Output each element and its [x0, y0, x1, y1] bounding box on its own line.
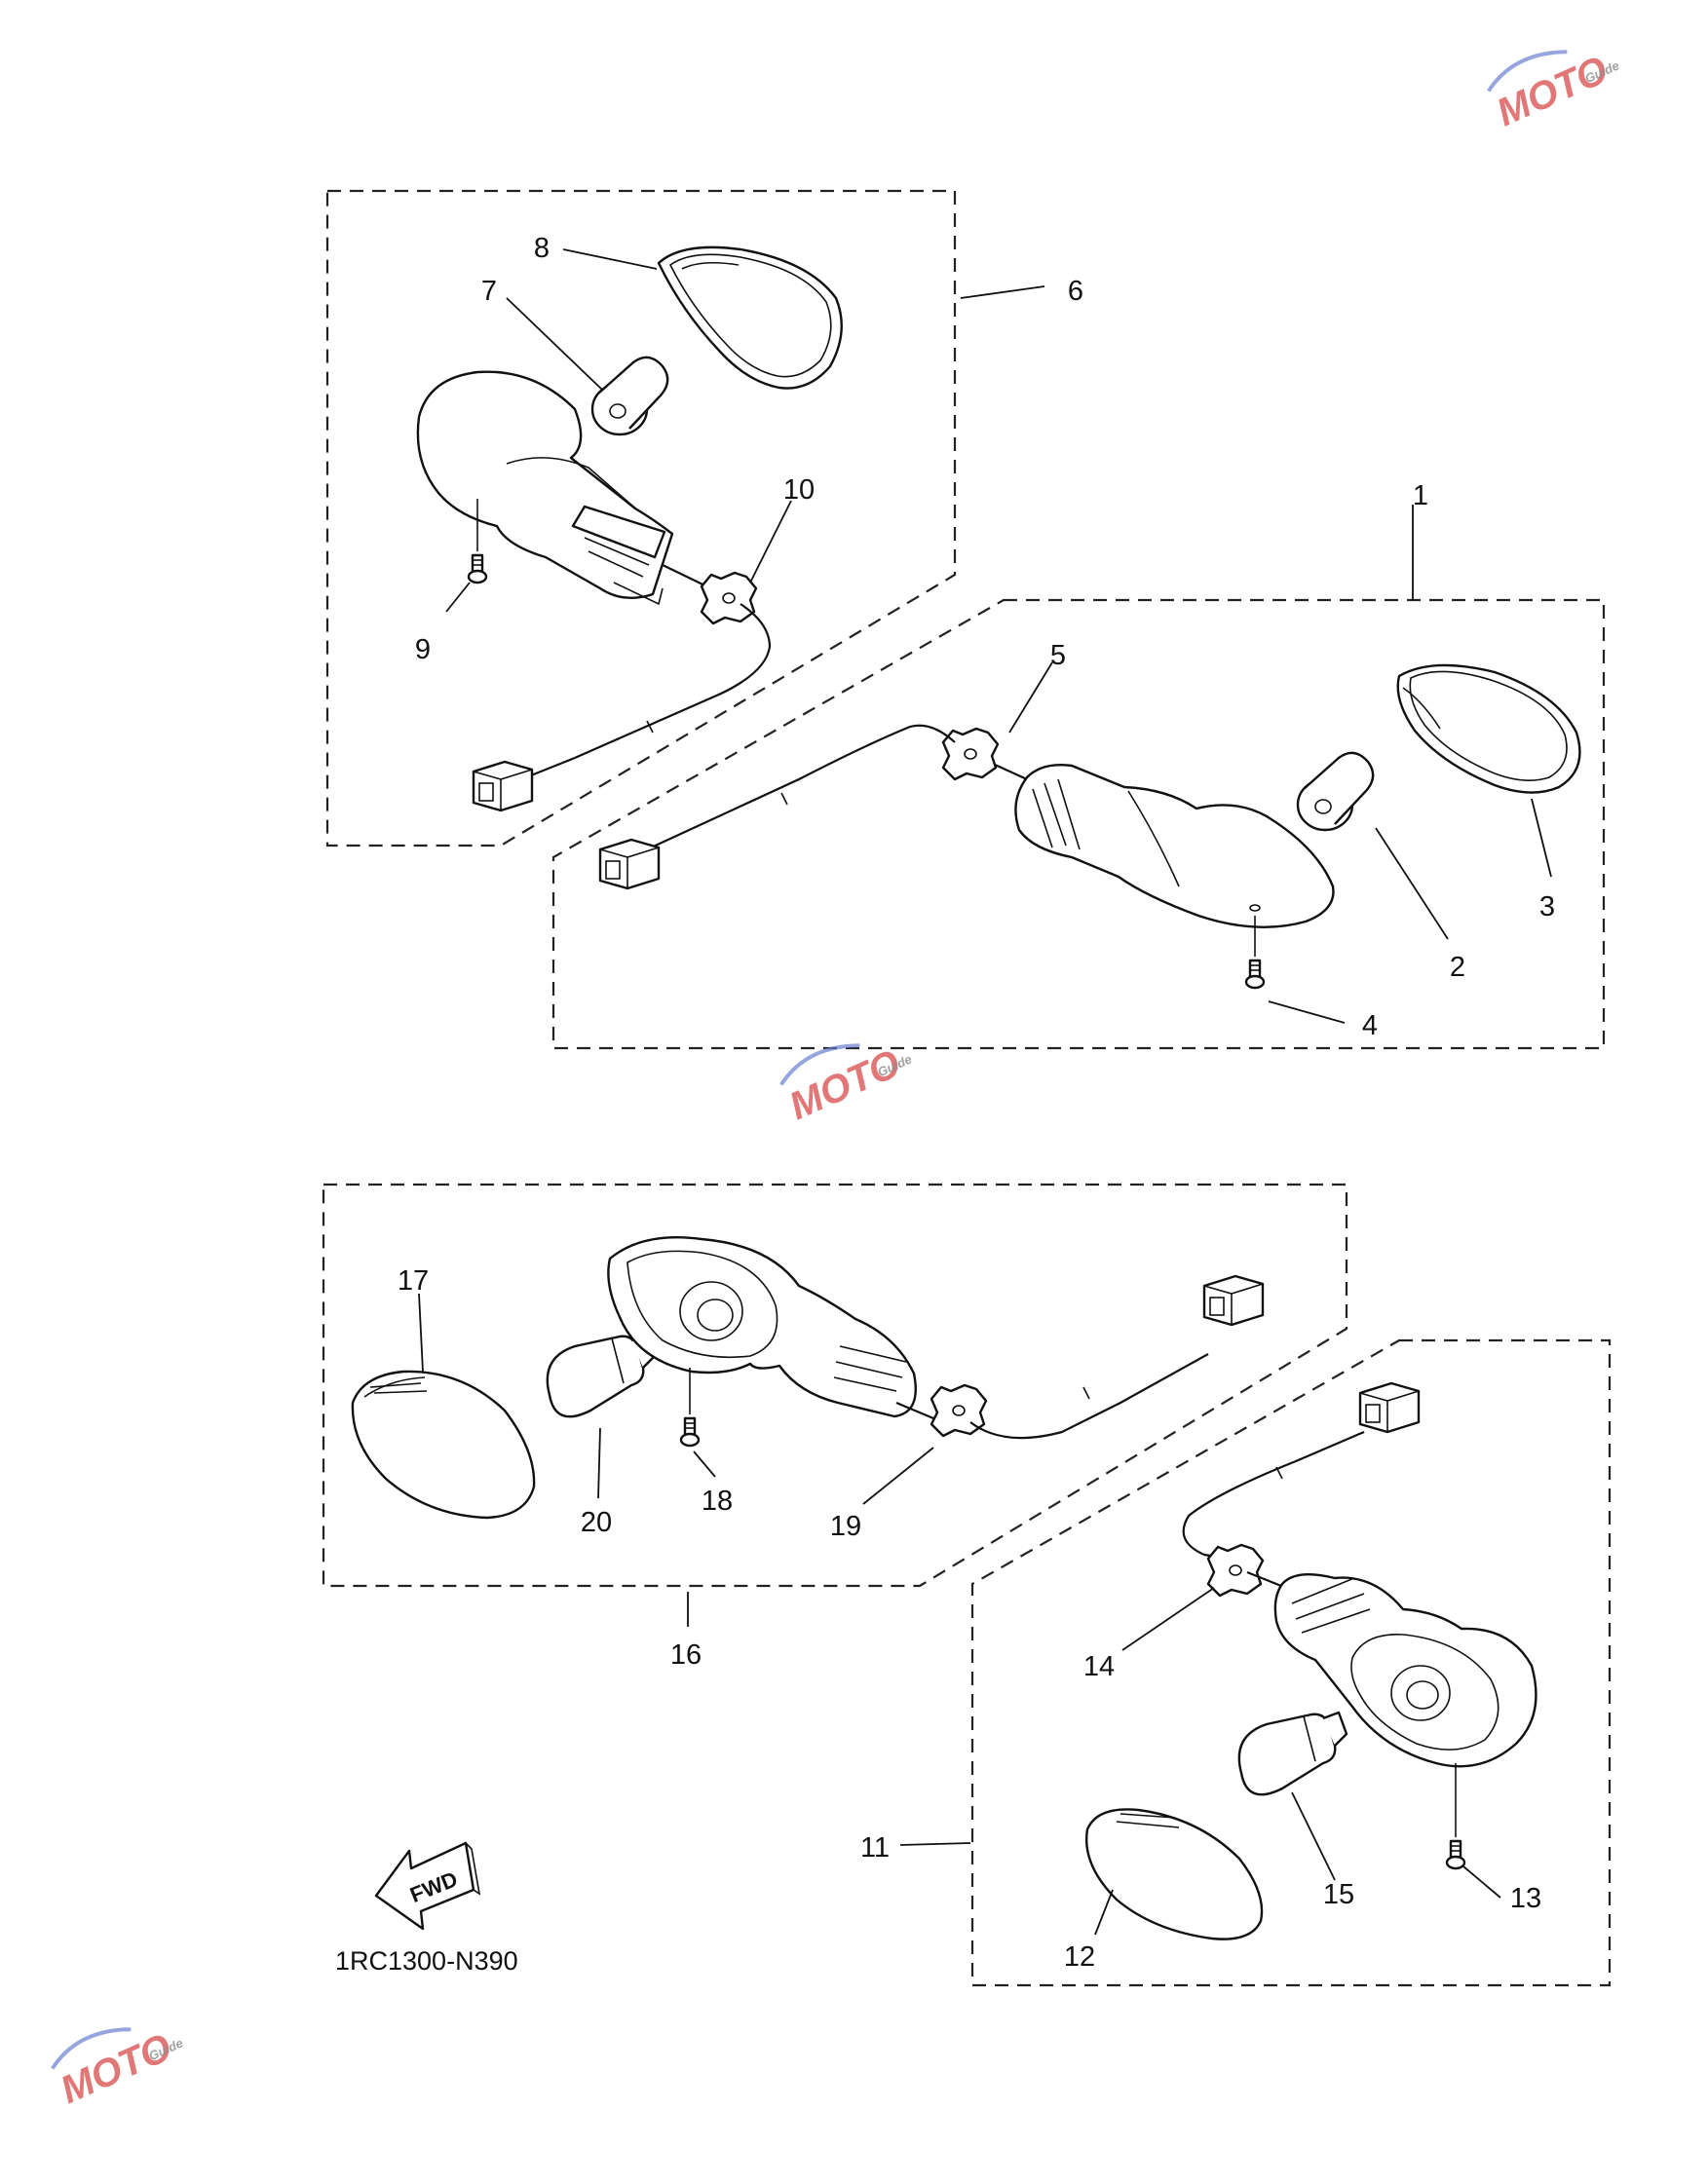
watermark-brand-2: MOTO	[783, 1042, 907, 1129]
callout-1: 1	[1413, 480, 1428, 511]
callout-2: 2	[1450, 952, 1465, 983]
connector-11	[1358, 1381, 1421, 1434]
watermark-logo-center: MOTO Guide	[779, 1042, 914, 1129]
callout-8: 8	[534, 233, 550, 264]
connector-1	[598, 838, 661, 890]
forward-arrow-icon: FWD	[374, 1841, 481, 1931]
callout-5: 5	[1050, 640, 1066, 671]
bulb-15	[1237, 1711, 1348, 1796]
callout-10: 10	[783, 474, 815, 506]
lens-8	[657, 245, 843, 390]
callout-3: 3	[1539, 891, 1555, 923]
callout-6: 6	[1068, 276, 1083, 307]
callout-12: 12	[1064, 1941, 1095, 1973]
callout-11: 11	[860, 1832, 890, 1864]
bulb-7	[590, 356, 669, 436]
grommet-10	[700, 571, 758, 625]
bolt-18	[679, 1368, 701, 1448]
bolt-4	[1244, 916, 1266, 990]
lens-12	[1085, 1808, 1264, 1940]
lens-17	[351, 1370, 536, 1520]
callout-16: 16	[670, 1639, 702, 1671]
assembly-boundary-1	[551, 598, 1606, 1050]
connector-6	[472, 760, 534, 812]
bolt-13	[1445, 1763, 1466, 1870]
leader-lines	[418, 248, 1552, 1936]
housing-11	[1273, 1572, 1537, 1768]
watermark-brand-1: MOTO	[1491, 49, 1614, 135]
connector-16	[1202, 1274, 1265, 1327]
figure-code: 1RC1300-N390	[335, 1946, 518, 1976]
watermark-brand-3: MOTO	[55, 2026, 178, 2113]
lens-3	[1396, 663, 1581, 794]
callout-15: 15	[1323, 1879, 1354, 1910]
bolt-9	[467, 499, 488, 584]
watermark-logo-top-right: MOTO Guide	[1487, 49, 1621, 135]
callout-13: 13	[1510, 1883, 1541, 1914]
callout-7: 7	[481, 276, 497, 307]
housing-6	[416, 370, 674, 606]
callout-4: 4	[1362, 1010, 1378, 1041]
wire-1	[646, 724, 956, 850]
callout-20: 20	[581, 1507, 612, 1538]
wire-16	[969, 1353, 1209, 1440]
grommet-14	[1206, 1543, 1265, 1598]
assembly-boundary-16	[322, 1183, 1348, 1588]
housing-1	[1014, 764, 1335, 928]
assembly-boundary-11	[970, 1338, 1612, 1987]
bulb-2	[1296, 751, 1375, 832]
callout-9: 9	[415, 634, 431, 665]
watermark-logo-bottom-left: MOTO Guide	[51, 2026, 185, 2113]
callout-17: 17	[398, 1265, 429, 1297]
wire-11	[1182, 1430, 1365, 1561]
wire-6	[506, 603, 772, 787]
callout-19: 19	[830, 1511, 861, 1542]
housing-16	[607, 1236, 917, 1418]
callout-18: 18	[702, 1486, 733, 1517]
assembly-boundary-6	[325, 189, 957, 847]
grommet-5	[941, 727, 1000, 781]
callout-14: 14	[1083, 1651, 1115, 1682]
